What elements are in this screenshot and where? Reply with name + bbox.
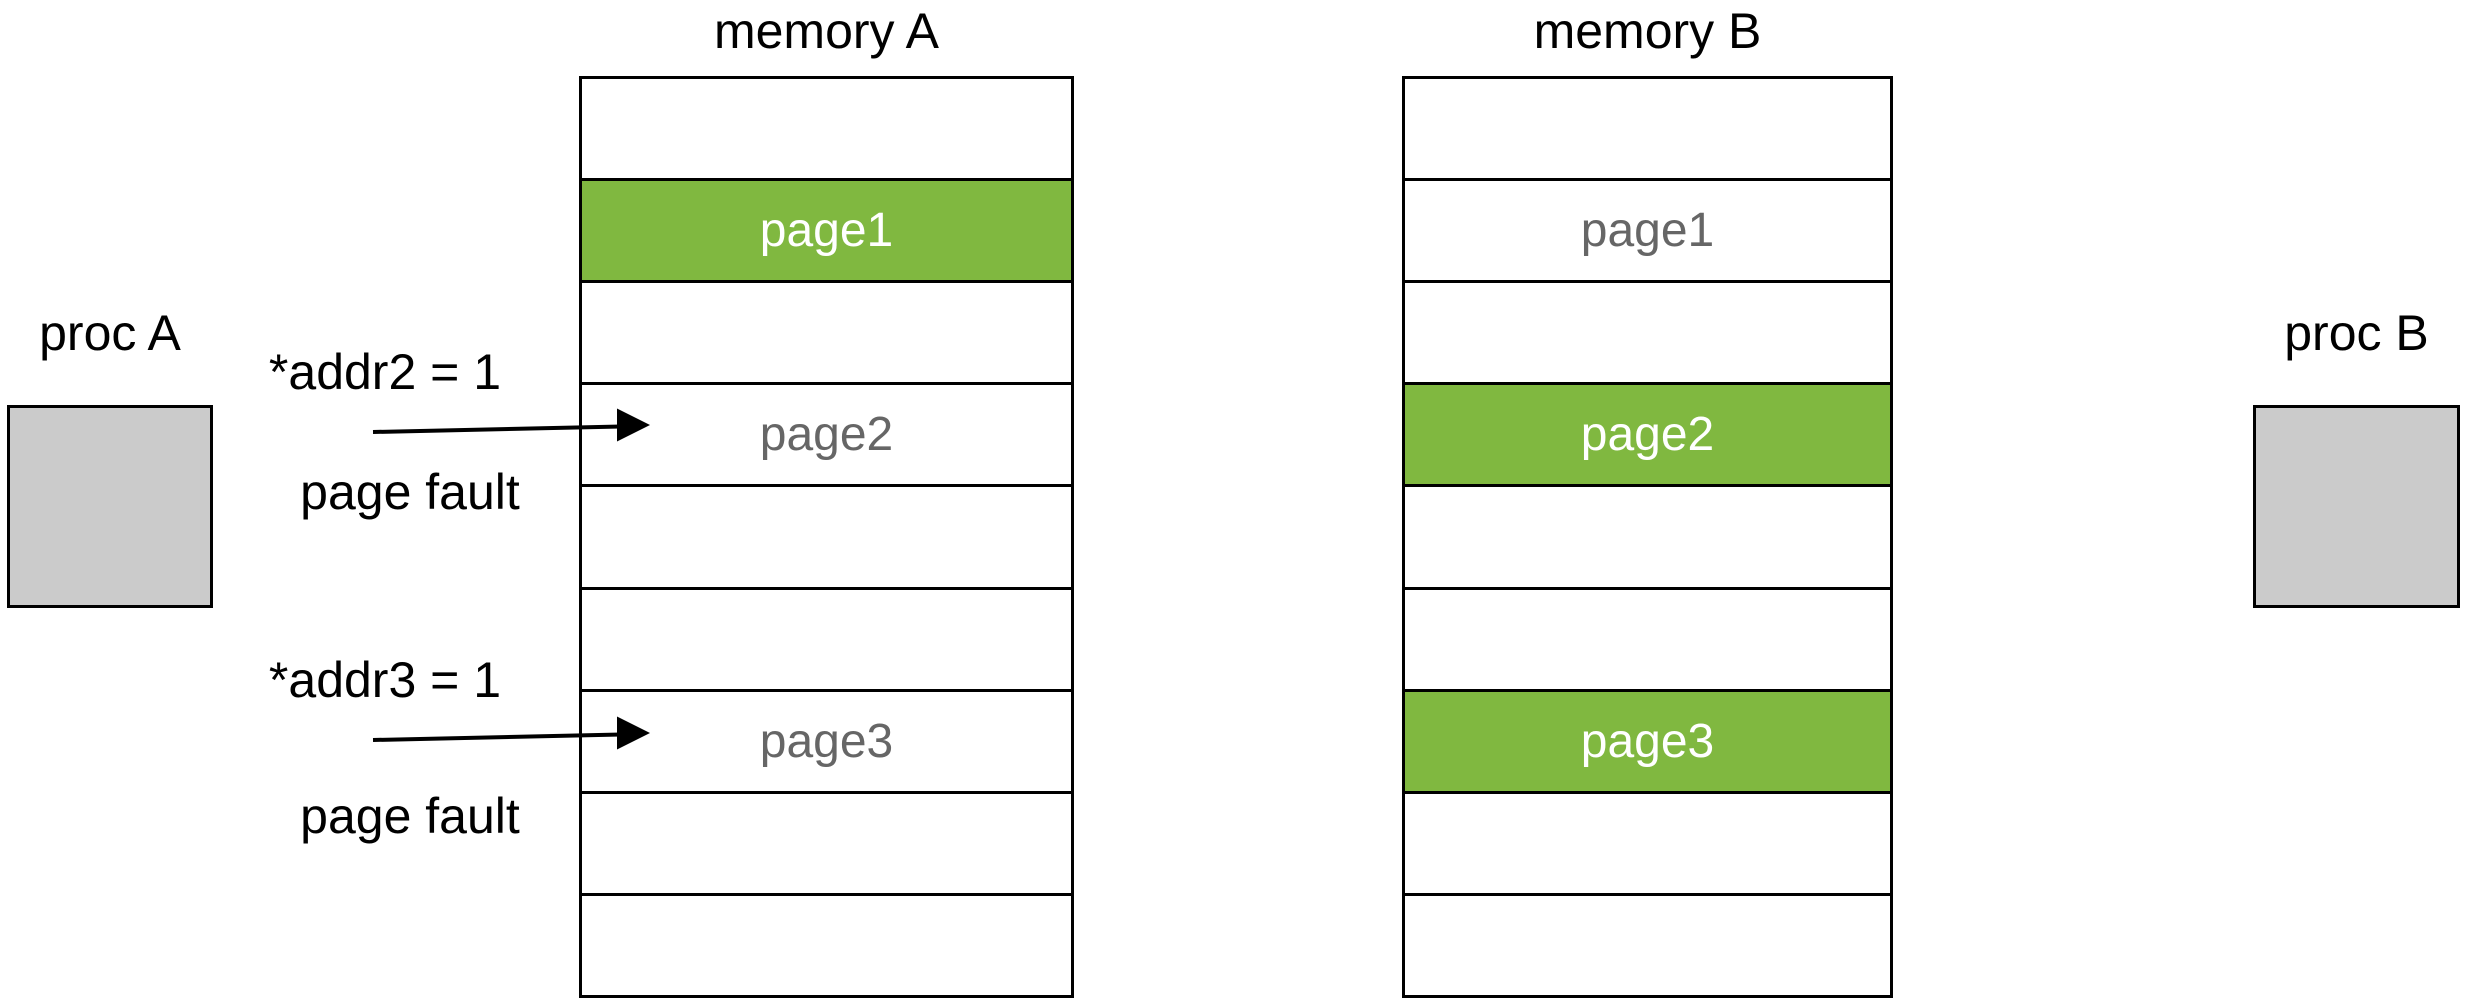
memory-a-title: memory A [713,3,940,59]
page-fault-arrow-page3 [372,716,650,750]
memory-a-row-2: page1 [582,181,1071,284]
memory-b-row-8 [1405,793,1890,896]
memory-a-row-6 [582,589,1071,692]
addr2-result-text: page fault [300,464,520,520]
memory-a-column: page1 page2 page3 [579,76,1074,998]
memory-b-column: page1 page2 page3 [1402,76,1893,998]
addr3-result-text: page fault [300,788,520,844]
memory-b-row-4: page2 [1405,385,1890,488]
memory-a-row-4: page2 [582,385,1071,488]
memory-b-row-3 [1405,283,1890,386]
addr2-instruction-text: *addr2 = 1 [268,344,502,400]
proc-a-square [7,405,213,608]
proc-b-label: proc B [2284,305,2429,361]
memory-b-row-2-label: page1 [1580,204,1715,258]
memory-b-row-9 [1405,895,1890,995]
memory-b-row-4-label: page2 [1580,408,1715,462]
proc-b-square [2253,405,2460,608]
memory-a-row-7: page3 [582,691,1071,794]
memory-a-row-3 [582,283,1071,386]
memory-b-row-5 [1405,487,1890,590]
memory-b-row-2: page1 [1405,181,1890,284]
memory-a-row-7-label: page3 [759,714,894,768]
memory-a-row-1 [582,79,1071,182]
memory-b-row-1 [1405,79,1890,182]
addr3-instruction-text: *addr3 = 1 [268,652,502,708]
memory-b-row-7-label: page3 [1580,714,1715,768]
memory-a-row-8 [582,793,1071,896]
page-fault-arrow-page2 [372,408,650,442]
memory-a-row-9 [582,895,1071,995]
memory-a-row-2-label: page1 [759,204,894,258]
proc-a-label: proc A [39,305,181,361]
memory-b-row-6 [1405,589,1890,692]
memory-a-row-4-label: page2 [759,408,894,462]
memory-b-row-7: page3 [1405,691,1890,794]
memory-a-row-5 [582,487,1071,590]
memory-b-title: memory B [1533,3,1762,59]
